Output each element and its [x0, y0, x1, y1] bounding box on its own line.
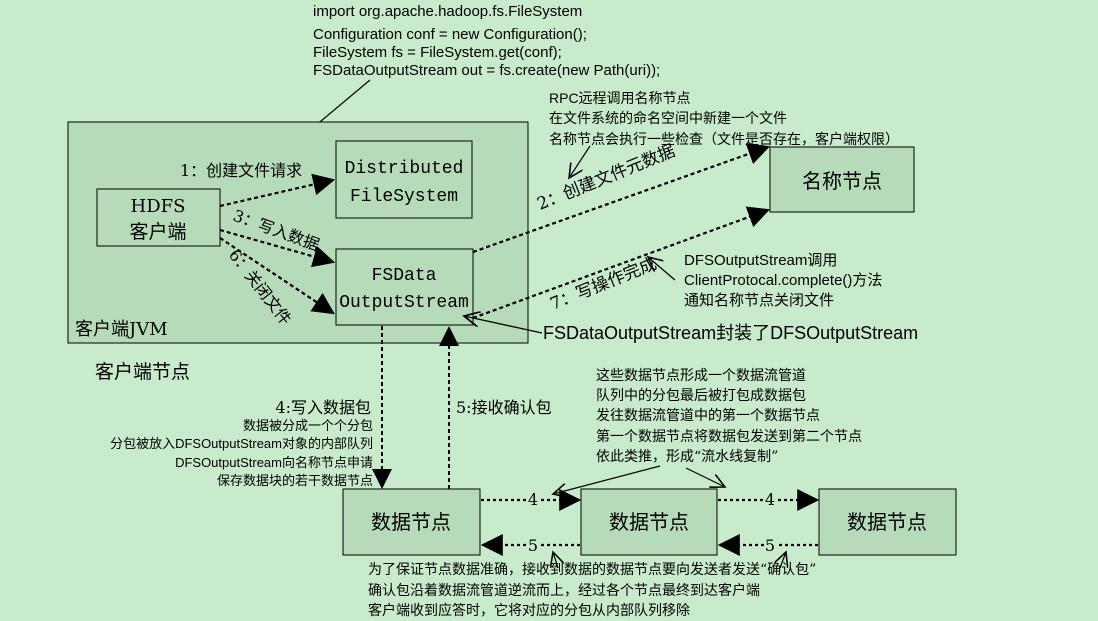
ack-pointer-2 — [780, 552, 786, 569]
note-line: 客户端收到应答时，它将对应的分包从内部队列移除 — [368, 602, 690, 619]
arrow-step7 — [472, 206, 771, 320]
client-jvm-label: 客户端JVM — [75, 319, 168, 340]
note-line: 名称节点会执行一些检查（文件是否存在，客户端权限） — [549, 131, 899, 147]
datanode-1: 数据节点 — [342, 488, 481, 556]
step7-label: 7：写操作完成 — [547, 254, 659, 315]
step1-label: 1：创建文件请求 — [180, 161, 302, 180]
dfs-label: Distributed — [345, 159, 464, 179]
namenode-box — [769, 146, 915, 213]
pipeline-step-label: 4 — [528, 490, 538, 509]
fsdata-label: OutputStream — [339, 293, 469, 313]
note-line: RPC远程调用名称节点 — [549, 90, 691, 106]
arrow-step6 — [219, 237, 335, 315]
ack-step-label: 5 — [528, 536, 538, 555]
fsdata-label: FSData — [372, 266, 437, 286]
arrow-step1 — [219, 173, 336, 208]
arrow-step2 — [472, 143, 771, 254]
note-line: 确认包沿着数据流管道逆流而上，经过各个节点最终到达客户端 — [368, 582, 760, 599]
note-line: 队列中的分包最后被打包成数据包 — [596, 387, 806, 404]
pipeline-pointer-2 — [685, 467, 725, 487]
pipeline-step-labels: 4 4 5 5 — [527, 488, 776, 555]
ack-step-label: 5 — [765, 536, 775, 555]
namenode-label: 名称节点 — [802, 169, 882, 193]
code-line: import org.apache.hadoop.fs.FileSystem — [313, 3, 582, 20]
wrap-note-pointer — [464, 316, 543, 334]
wrap-note: FSDataOutputStream封装了DFSOutputStream — [543, 323, 918, 343]
arrow-step3 — [219, 228, 336, 268]
packet-note: 数据被分成一个个分包 分包被放入DFSOutputStream对象的内部队列 D… — [110, 418, 373, 488]
rpc-note-pointer — [569, 145, 591, 178]
note-line: DFSOutputStream调用 — [684, 252, 837, 269]
datanode-label: 数据节点 — [847, 510, 927, 534]
note-line: DFSOutputStream向名称节点申请 — [175, 455, 373, 470]
note-line: 通知名称节点关闭文件 — [684, 292, 834, 309]
ack-pointer-1 — [553, 552, 558, 569]
code-line: Configuration conf = new Configuration()… — [313, 26, 587, 43]
ack-note: 为了保证节点数据准确，接收到数据的数据节点要向发送者发送“确认包” 确认包沿着数… — [368, 561, 816, 619]
hdfs-client-label: HDFS — [131, 196, 186, 217]
code-line: FileSystem fs = FileSystem.get(conf); — [313, 44, 562, 61]
complete-note: DFSOutputStream调用 ClientProtocal.complet… — [684, 252, 882, 309]
client-node-label: 客户端节点 — [95, 361, 190, 383]
code-snippet: import org.apache.hadoop.fs.FileSystem C… — [313, 3, 660, 79]
pipeline-step-label: 4 — [765, 490, 775, 509]
datanode-label: 数据节点 — [609, 510, 689, 534]
step4-label: 4:写入数据包 — [275, 398, 371, 417]
code-line: FSDataOutputStream out = fs.create(new P… — [313, 62, 660, 79]
datanode-label: 数据节点 — [371, 510, 451, 534]
distributed-filesystem-box — [335, 140, 473, 219]
note-line: 数据被分成一个个分包 — [243, 418, 373, 433]
datanode-2: 数据节点 — [580, 488, 718, 556]
note-line: 在文件系统的命名空间中新建一个文件 — [549, 110, 787, 126]
note-line: 第一个数据节点将数据包发送到第二个节点 — [596, 428, 862, 445]
note-line: 这些数据节点形成一个数据流管道 — [596, 367, 806, 384]
fsdata-outputstream-box — [335, 248, 474, 326]
datanode-3: 数据节点 — [818, 488, 957, 556]
pipeline-note: 这些数据节点形成一个数据流管道 队列中的分包最后被打包成数据包 发往数据流管道中… — [596, 367, 862, 465]
hdfs-client-label: 客户端 — [129, 221, 186, 243]
note-line: 保存数据块的若干数据节点 — [217, 473, 373, 488]
step5-label: 5:接收确认包 — [456, 398, 552, 417]
complete-note-pointer — [648, 257, 676, 281]
note-line: ClientProtocal.complete()方法 — [684, 272, 882, 289]
note-line: 为了保证节点数据准确，接收到数据的数据节点要向发送者发送“确认包” — [368, 561, 816, 578]
dfs-label: FileSystem — [350, 187, 458, 207]
rpc-note: RPC远程调用名称节点 在文件系统的命名空间中新建一个文件 名称节点会执行一些检… — [549, 90, 899, 147]
note-line: 发往数据流管道中的第一个数据节点 — [596, 407, 820, 424]
note-line: 依此类推，形成“流水线复制” — [596, 448, 778, 465]
hdfs-client-box — [96, 188, 221, 247]
note-line: 分包被放入DFSOutputStream对象的内部队列 — [110, 436, 373, 451]
